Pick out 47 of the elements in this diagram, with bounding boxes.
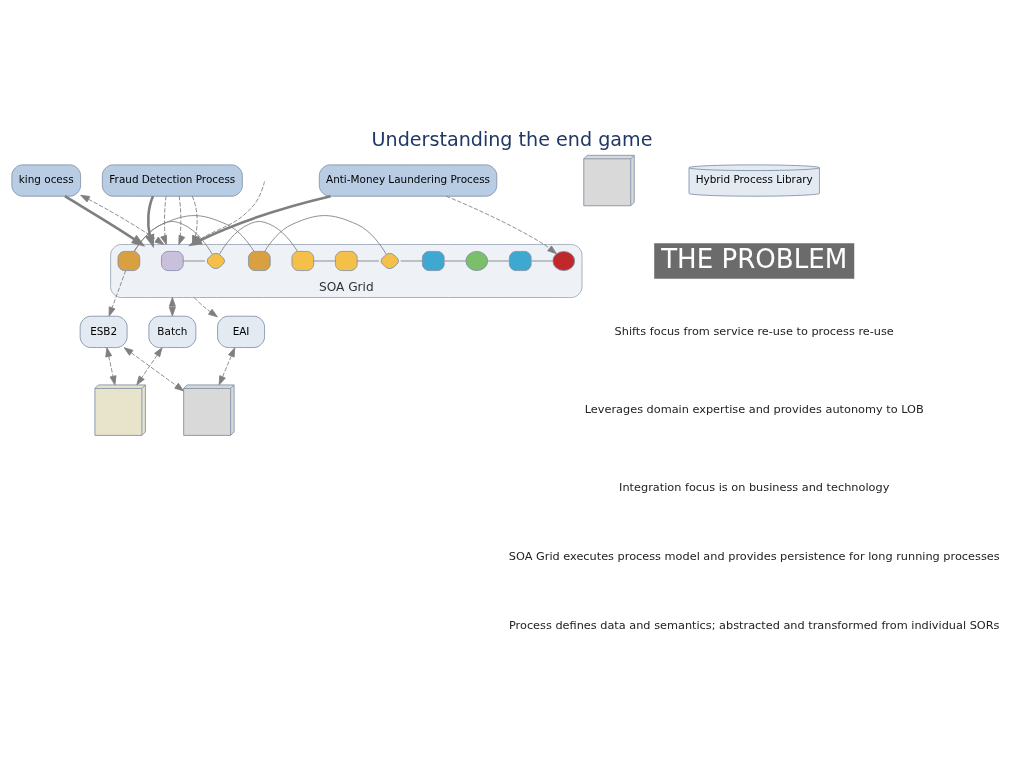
node-box xyxy=(117,250,141,271)
connector xyxy=(400,260,423,261)
node-box: Anti-Money Laundering Process xyxy=(318,163,498,197)
arrow xyxy=(193,296,218,317)
connector xyxy=(133,220,213,255)
node-box xyxy=(161,250,184,271)
connector xyxy=(218,220,298,255)
arrow xyxy=(178,195,186,245)
connector xyxy=(444,260,467,261)
node-box: EAI xyxy=(217,315,265,348)
node-box: ESB2 xyxy=(79,315,128,348)
node-box: Fraud Detection Process xyxy=(101,163,243,197)
node-circle xyxy=(552,250,576,271)
diagram-title: Understanding the end game xyxy=(371,127,653,151)
connector xyxy=(264,214,387,255)
label: SOA Grid executes process model and provides persistence for long running processes xyxy=(508,549,1000,563)
node-box xyxy=(335,250,358,271)
connector xyxy=(182,260,206,261)
connector xyxy=(356,260,380,261)
arrow xyxy=(108,269,127,316)
node-diamond xyxy=(380,252,399,269)
arrow xyxy=(64,194,146,247)
label: Leverages domain expertise and provides autonomy to LOB xyxy=(584,402,924,416)
node-box: Batch xyxy=(148,315,197,348)
arrow xyxy=(445,195,557,254)
node-box xyxy=(421,250,445,271)
connector xyxy=(531,260,554,261)
arrow xyxy=(105,346,117,385)
node-box: king ocess xyxy=(11,163,82,197)
arrow xyxy=(160,195,167,245)
arrow xyxy=(144,195,155,248)
label: Shifts focus from service re-use to process re-use xyxy=(614,324,894,338)
label: Integration focus is on business and technology xyxy=(619,480,890,494)
connector xyxy=(133,214,255,252)
arrow xyxy=(136,346,163,385)
node-box xyxy=(291,250,315,271)
arrow xyxy=(80,194,165,245)
arrow xyxy=(218,346,236,385)
connector xyxy=(487,260,510,261)
node-box xyxy=(248,250,271,271)
arrow xyxy=(123,346,184,391)
node-diamond xyxy=(206,252,225,269)
connector xyxy=(313,260,336,261)
label: THE PROBLEM xyxy=(661,243,848,274)
node-box xyxy=(508,250,532,271)
node-circle xyxy=(465,250,489,271)
label: Process defines data and semantics; abstracted and transformed from individual SORs xyxy=(508,618,1000,632)
